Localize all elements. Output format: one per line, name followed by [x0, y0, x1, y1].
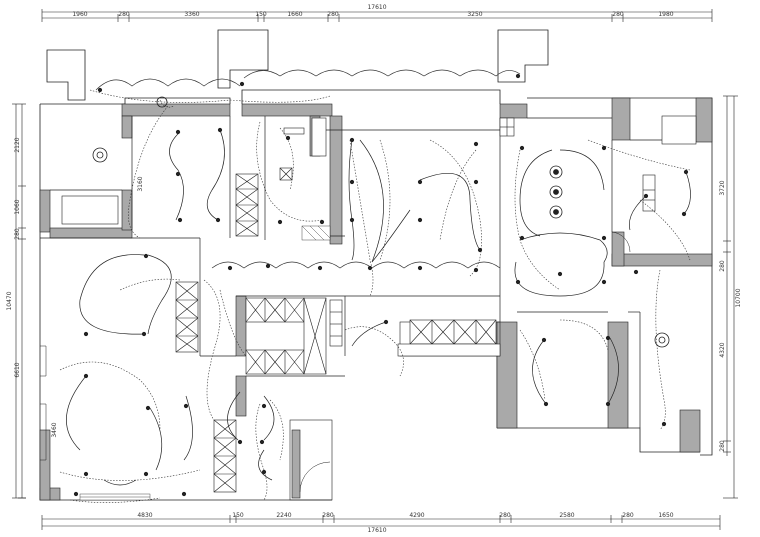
left-dim-3: 280 — [14, 228, 21, 240]
wall-left-1 — [39, 189, 51, 233]
chandelier-fixture — [549, 165, 563, 219]
wall-top-right-3 — [695, 97, 713, 143]
cabinet-center-top — [245, 297, 305, 323]
perimeter-light-runs — [95, 69, 521, 269]
bottom-dim-9: 1650 — [658, 512, 673, 519]
top-dim-4: 150 — [255, 11, 267, 18]
bottom-segment-dimensions: 4830 150 2240 280 4290 280 2580 280 1650 — [137, 512, 673, 519]
wall-top-right-2 — [611, 97, 631, 141]
wall-stub-1 — [121, 115, 133, 139]
top-dim-1: 1960 — [72, 11, 87, 18]
wall-left-2 — [49, 227, 133, 239]
dimension-lines — [12, 9, 738, 530]
interior-lines — [40, 116, 696, 428]
wall-bath — [291, 429, 301, 499]
top-dim-2: 280 — [118, 11, 130, 18]
wall-right-lower — [496, 321, 518, 429]
cabinet-left-tall — [175, 281, 199, 353]
bottom-dim-3: 2240 — [276, 512, 291, 519]
cabinet-center-bottom — [245, 349, 305, 375]
kitchen-fixtures — [61, 115, 697, 225]
circuit-curves — [66, 129, 691, 486]
wall-top-mid — [241, 103, 333, 117]
cabinet-center-side — [303, 297, 343, 375]
bottom-dim-2: 150 — [232, 512, 244, 519]
top-dim-3: 3360 — [184, 11, 199, 18]
wall-mid-2 — [329, 115, 343, 245]
top-dim-8: 280 — [612, 11, 624, 18]
top-dim-7: 3250 — [467, 11, 482, 18]
right-total-dimension: 10700 — [735, 288, 742, 307]
right-segment-dimensions: 3720 280 4320 280 — [719, 180, 726, 452]
door-swings — [40, 231, 631, 493]
top-dim-6: 280 — [327, 11, 339, 18]
bottom-dim-1: 4830 — [137, 512, 152, 519]
walls — [39, 97, 713, 501]
cabinet-counter — [397, 319, 501, 357]
wall-left-3 — [121, 189, 133, 231]
light-fixtures — [73, 73, 689, 497]
bottom-dim-5: 4290 — [409, 512, 424, 519]
cabinets — [61, 115, 697, 501]
left-total-dimension: 10470 — [6, 291, 13, 310]
top-dim-5: 1660 — [287, 11, 302, 18]
left-dim-4: 6610 — [14, 362, 21, 377]
left-segment-dimensions: 2120 1060 280 6610 3460 — [14, 137, 58, 437]
bottom-dim-7: 2580 — [559, 512, 574, 519]
top-dim-9: 1980 — [658, 11, 673, 18]
top-total-dimension: 17610 — [367, 4, 386, 11]
left-dim-1: 2120 — [14, 137, 21, 152]
wall-center — [235, 295, 247, 357]
right-dim-2: 280 — [719, 260, 726, 272]
right-dim-4: 280 — [719, 440, 726, 452]
wardrobe-lower — [213, 419, 237, 493]
right-dim-1: 3720 — [719, 180, 726, 195]
inner-dimension-label: 3160 — [137, 176, 144, 191]
wall-center-2 — [235, 375, 247, 417]
wall-left-lower — [39, 429, 51, 501]
wall-bath-outline — [289, 419, 333, 501]
wall-top-right-1 — [499, 103, 528, 119]
left-dim-2: 1060 — [14, 199, 21, 214]
top-segment-dimensions: 1960 280 3360 150 1660 280 3250 280 1980 — [72, 11, 673, 18]
left-dim-5: 3460 — [51, 422, 58, 437]
wiring-runs — [59, 89, 691, 503]
ceiling-fan-fixtures — [92, 96, 670, 348]
wall-right-mid-2 — [611, 231, 625, 267]
wardrobe-upper — [235, 173, 259, 237]
wall-right-bottom — [679, 409, 701, 453]
wall-right-mid — [611, 253, 713, 267]
bottom-dim-4: 280 — [322, 512, 334, 519]
bottom-dim-8: 280 — [622, 512, 634, 519]
bottom-total-dimension: 17610 — [367, 527, 386, 534]
wall-top-left — [121, 103, 231, 117]
right-dim-3: 4320 — [719, 342, 726, 357]
bottom-dim-6: 280 — [499, 512, 511, 519]
stair-hatching — [79, 225, 331, 501]
